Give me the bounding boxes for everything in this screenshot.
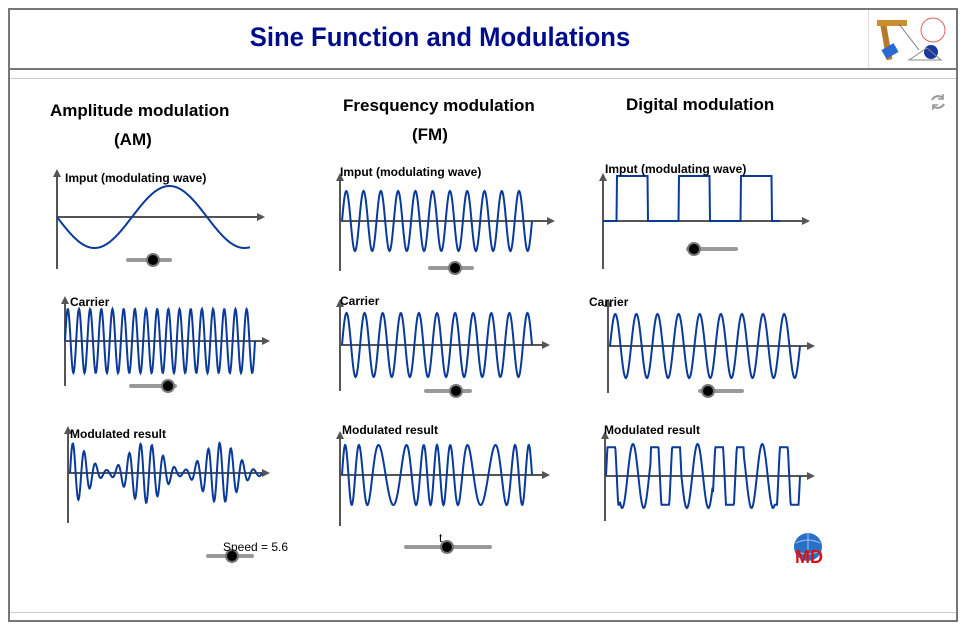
am-result-x-arrow <box>262 469 270 477</box>
digital-input-label: Imput (modulating wave) <box>605 162 747 176</box>
svg-text:MD: MD <box>795 547 823 567</box>
digital-input-y-arrow <box>599 173 607 181</box>
digital-input-slider-knob <box>687 242 701 256</box>
am-carrier-slider-knob <box>161 379 175 393</box>
am-carrier-wave <box>64 306 256 376</box>
digital-carrier-wave <box>609 312 801 380</box>
fm-carrier-x-arrow <box>542 341 550 349</box>
fm-carrier-label: Carrier <box>340 294 380 308</box>
geometry-tools-logo <box>868 10 955 68</box>
am-input-slider-knob <box>146 253 160 267</box>
digital-carrier-label: Carrier <box>589 295 629 309</box>
fm-input-y-arrow <box>336 173 344 181</box>
fm-input-label: Imput (modulating wave) <box>340 165 482 179</box>
digital-carrier-y-arrow <box>604 299 612 307</box>
globe-md-logo: MD <box>790 531 826 567</box>
fm-input-wave <box>341 189 533 253</box>
fm-carrier-wave <box>341 311 533 379</box>
am-subheading: (AM) <box>114 130 152 149</box>
fm-carrier-y-arrow <box>336 299 344 307</box>
digital-carrier-x-arrow <box>807 342 815 350</box>
digital-result-x-arrow <box>807 472 815 480</box>
fm-result-x-arrow <box>542 471 550 479</box>
am-input-wave <box>56 185 251 249</box>
digital-result-y-arrow <box>601 431 609 439</box>
am-carrier-label: Carrier <box>70 295 110 309</box>
fm-heading: Fresquency modulation <box>343 96 535 115</box>
fm-carrier-slider-knob <box>449 384 463 398</box>
speed-slider-knob <box>225 549 239 563</box>
fm-result-label: Modulated result <box>342 423 439 437</box>
digital-result-label: Modulated result <box>604 423 701 437</box>
graphs-canvas <box>53 169 815 563</box>
am-result-wave <box>69 441 263 504</box>
digital-carrier-slider-knob <box>701 384 715 398</box>
header: Sine Function and Modulations <box>10 10 956 70</box>
fm-result-wave <box>341 442 533 507</box>
am-result-y-arrow <box>64 426 72 434</box>
am-result-label: Modulated result <box>70 427 167 441</box>
digital-heading: Digital modulation <box>626 95 775 114</box>
applet-frame: Sine Function and Modulations Amplitude … <box>8 8 958 622</box>
speed-label: Speed = 5.6 <box>223 540 289 554</box>
am-input-y-arrow <box>53 169 61 177</box>
digital-input-wave <box>603 175 780 222</box>
am-input-x-arrow <box>257 213 265 221</box>
digital-result-wave <box>605 442 801 510</box>
am-heading: Amplitude modulation <box>50 101 230 120</box>
fm-subheading: (FM) <box>412 125 448 144</box>
am-carrier-x-arrow <box>262 337 270 345</box>
fm-input-x-arrow <box>547 217 555 225</box>
t-label: t <box>439 531 443 545</box>
am-input-label: Imput (modulating wave) <box>65 171 207 185</box>
page-title: Sine Function and Modulations <box>249 22 631 52</box>
refresh-icon[interactable] <box>928 92 948 112</box>
am-carrier-y-arrow <box>61 296 69 304</box>
applet-area: Amplitude modulation (AM) Fresquency mod… <box>10 78 956 613</box>
t-slider-knob <box>440 540 454 554</box>
digital-input-x-arrow <box>802 217 810 225</box>
fm-input-slider-knob <box>448 261 462 275</box>
fm-result-y-arrow <box>336 431 344 439</box>
